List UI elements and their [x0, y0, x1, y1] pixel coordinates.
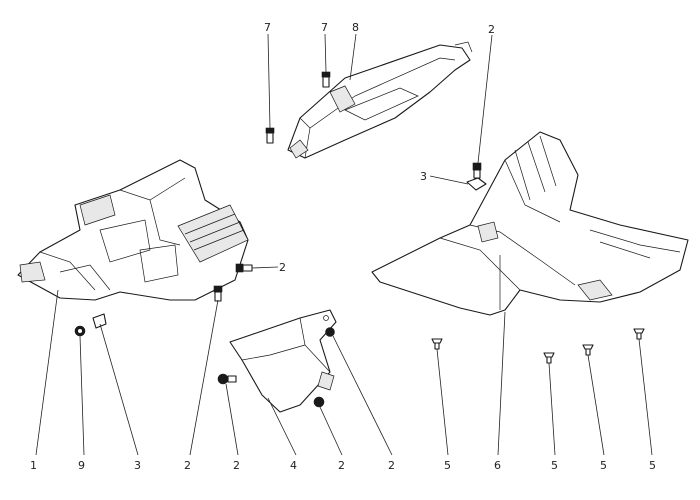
fastener-5-d	[633, 328, 645, 340]
callout-2: 2	[184, 459, 191, 472]
part-6-right-cover	[371, 131, 689, 316]
callout-6: 6	[494, 459, 501, 472]
callout-5: 5	[600, 459, 607, 472]
fastener-2-bracket-left	[217, 373, 237, 385]
callout-5: 5	[649, 459, 656, 472]
callout-1: 1	[30, 459, 37, 472]
callout-2: 2	[233, 459, 240, 472]
callout-4: 4	[290, 459, 297, 472]
callout-labels: 1 9 3 2 2 4 2 2 5 6 5 5 5 2 7 7 8 2 3	[30, 21, 656, 472]
callout-7: 7	[321, 21, 328, 34]
fastener-2-left-lower	[213, 285, 223, 302]
fastener-9-nut	[74, 325, 86, 337]
part-1-left-housing	[17, 159, 249, 301]
fastener-2-left-side	[235, 263, 253, 273]
callout-7: 7	[264, 21, 271, 34]
fastener-5-b	[543, 352, 555, 364]
callout-9: 9	[78, 459, 85, 472]
part-4-bracket	[229, 309, 337, 413]
callout-3: 3	[420, 170, 427, 183]
callout-3: 3	[134, 459, 141, 472]
callout-2: 2	[388, 459, 395, 472]
callout-5: 5	[444, 459, 451, 472]
fastener-5-a	[431, 338, 443, 350]
fastener-2-top-right	[472, 162, 482, 179]
callout-5: 5	[551, 459, 558, 472]
fastener-7-right	[321, 71, 331, 88]
fastener-3-left-clip	[92, 313, 107, 329]
callout-2: 2	[279, 261, 286, 274]
callout-2: 2	[488, 23, 495, 36]
callout-2: 2	[338, 459, 345, 472]
part-8-top-cover	[287, 41, 473, 159]
fastener-5-c	[582, 344, 594, 356]
callout-8: 8	[352, 21, 359, 34]
leader-lines	[35, 33, 653, 456]
fastener-3-washer	[466, 177, 487, 191]
fastener-7-left	[265, 127, 275, 144]
fastener-2-bracket-low	[313, 396, 325, 408]
fastener-2-bracket-top	[325, 327, 335, 337]
